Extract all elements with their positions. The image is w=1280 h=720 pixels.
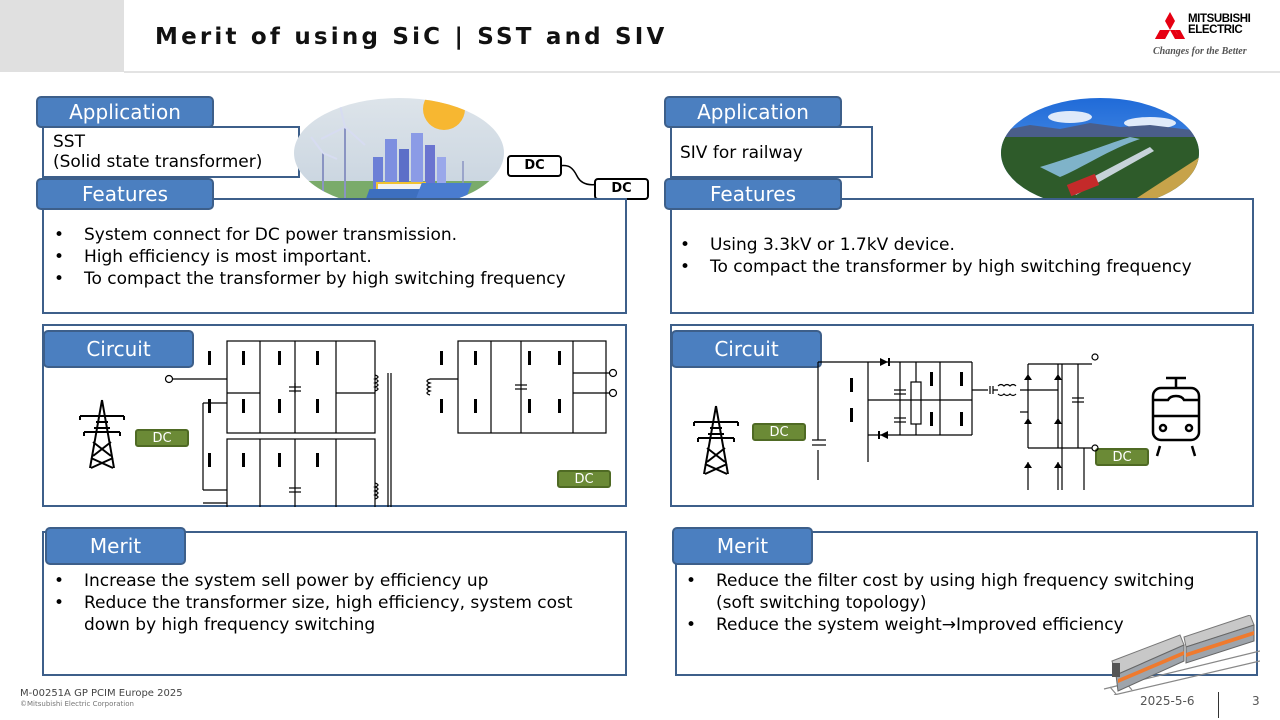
logo-wordmark: MITSUBISHI ELECTRIC xyxy=(1188,13,1251,36)
left-circuit-tab: Circuit xyxy=(43,330,194,368)
feature-item: To compact the transformer by high switc… xyxy=(680,256,1192,278)
right-circuit-tab: Circuit xyxy=(671,330,822,368)
feature-item: System connect for DC power transmission… xyxy=(54,224,566,246)
feature-item: To compact the transformer by high switc… xyxy=(54,268,566,290)
merit-item: Reduce the transformer size, high effici… xyxy=(54,592,614,636)
three-diamonds-icon xyxy=(1155,12,1185,39)
left-features-list: System connect for DC power transmission… xyxy=(54,224,566,290)
date: 2025-5-6 xyxy=(1140,694,1195,708)
left-application-tab: Application xyxy=(36,96,214,128)
transmission-tower-icon xyxy=(693,405,739,475)
merit-item: Increase the system sell power by effici… xyxy=(54,570,614,592)
left-dc-input-label: DC xyxy=(135,429,189,447)
merit-item: Reduce the filter cost by using high fre… xyxy=(686,570,1236,614)
left-merit-list: Increase the system sell power by effici… xyxy=(54,570,614,636)
right-dc-input-label: DC xyxy=(752,423,806,441)
commuter-train-illustration xyxy=(1103,615,1260,695)
right-application-box xyxy=(670,126,873,178)
right-merit-tab: Merit xyxy=(672,527,813,565)
feature-item: Using 3.3kV or 1.7kV device. xyxy=(680,234,1192,256)
document-id: M-00251A GP PCIM Europe 2025 xyxy=(20,688,183,699)
dc-link-connector xyxy=(558,164,600,186)
left-features-tab: Features xyxy=(36,178,214,210)
mitsubishi-logo: MITSUBISHI ELECTRIC Changes for the Bett… xyxy=(1150,10,1268,62)
merit-item: Reduce the system weight→Improved effici… xyxy=(686,614,1236,636)
logo-slogan: Changes for the Better xyxy=(1153,46,1247,57)
left-merit-tab: Merit xyxy=(45,527,186,565)
feature-item: High efficiency is most important. xyxy=(54,246,566,268)
right-dc-output-label: DC xyxy=(1095,448,1149,466)
left-application-text: SST (Solid state transformer) xyxy=(53,132,263,172)
right-application-text: SIV for railway xyxy=(680,143,803,163)
header-accent-block xyxy=(0,0,124,72)
sst-circuit-diagram xyxy=(164,340,618,507)
right-merit-list: Reduce the filter cost by using high fre… xyxy=(686,570,1236,636)
left-dc-output-label: DC xyxy=(557,470,611,488)
train-front-icon xyxy=(1151,376,1201,457)
right-features-list: Using 3.3kV or 1.7kV device. To compact … xyxy=(680,234,1192,278)
page-title: Merit of using SiC | SST and SIV xyxy=(155,24,668,50)
railway-landscape-photo xyxy=(1001,98,1199,208)
dc-label-b: DC xyxy=(594,178,649,200)
copyright: ©Mitsubishi Electric Corporation xyxy=(20,700,134,708)
header-divider xyxy=(124,71,1280,73)
right-application-tab: Application xyxy=(664,96,842,128)
siv-circuit-diagram xyxy=(812,353,1099,490)
transmission-tower-icon xyxy=(79,399,125,469)
page-number: 3 xyxy=(1252,694,1260,708)
renewable-energy-illustration xyxy=(294,98,504,208)
dc-label-a: DC xyxy=(507,155,562,177)
footer-divider xyxy=(1218,692,1219,718)
right-features-tab: Features xyxy=(664,178,842,210)
